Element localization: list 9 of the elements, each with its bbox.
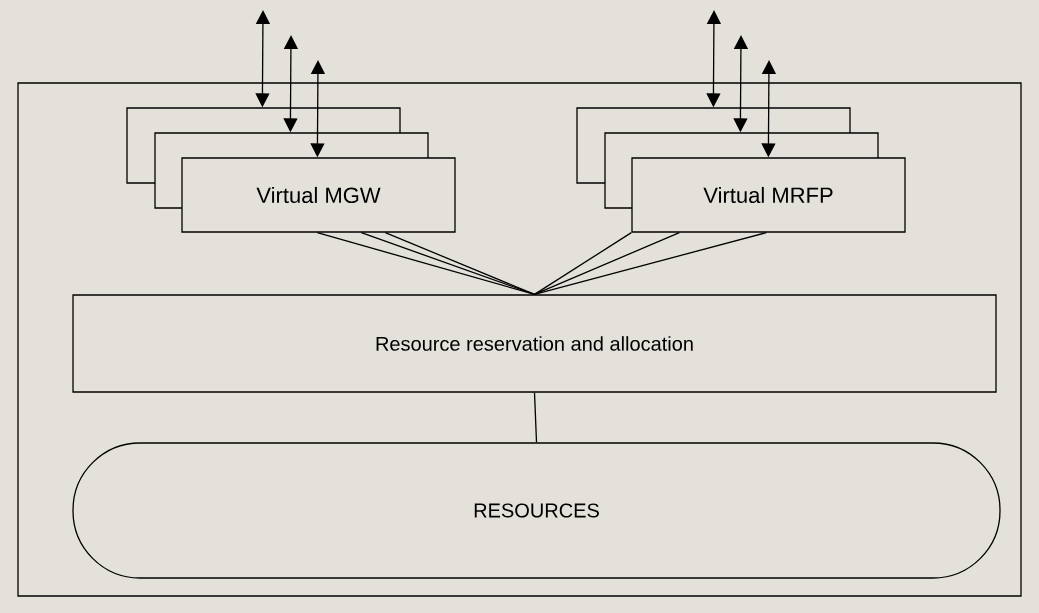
process-box: Resource reservation and allocation bbox=[72, 294, 997, 393]
connector-line bbox=[533, 232, 680, 295]
connector-line bbox=[533, 232, 632, 295]
system-frame bbox=[17, 82, 1022, 597]
process-box: Virtual MRFP bbox=[631, 157, 906, 233]
resource-pool: RESOURCES bbox=[72, 442, 1001, 579]
connector-line bbox=[533, 392, 538, 443]
process-box: Virtual MGW bbox=[181, 157, 456, 233]
connector-line bbox=[316, 232, 536, 295]
